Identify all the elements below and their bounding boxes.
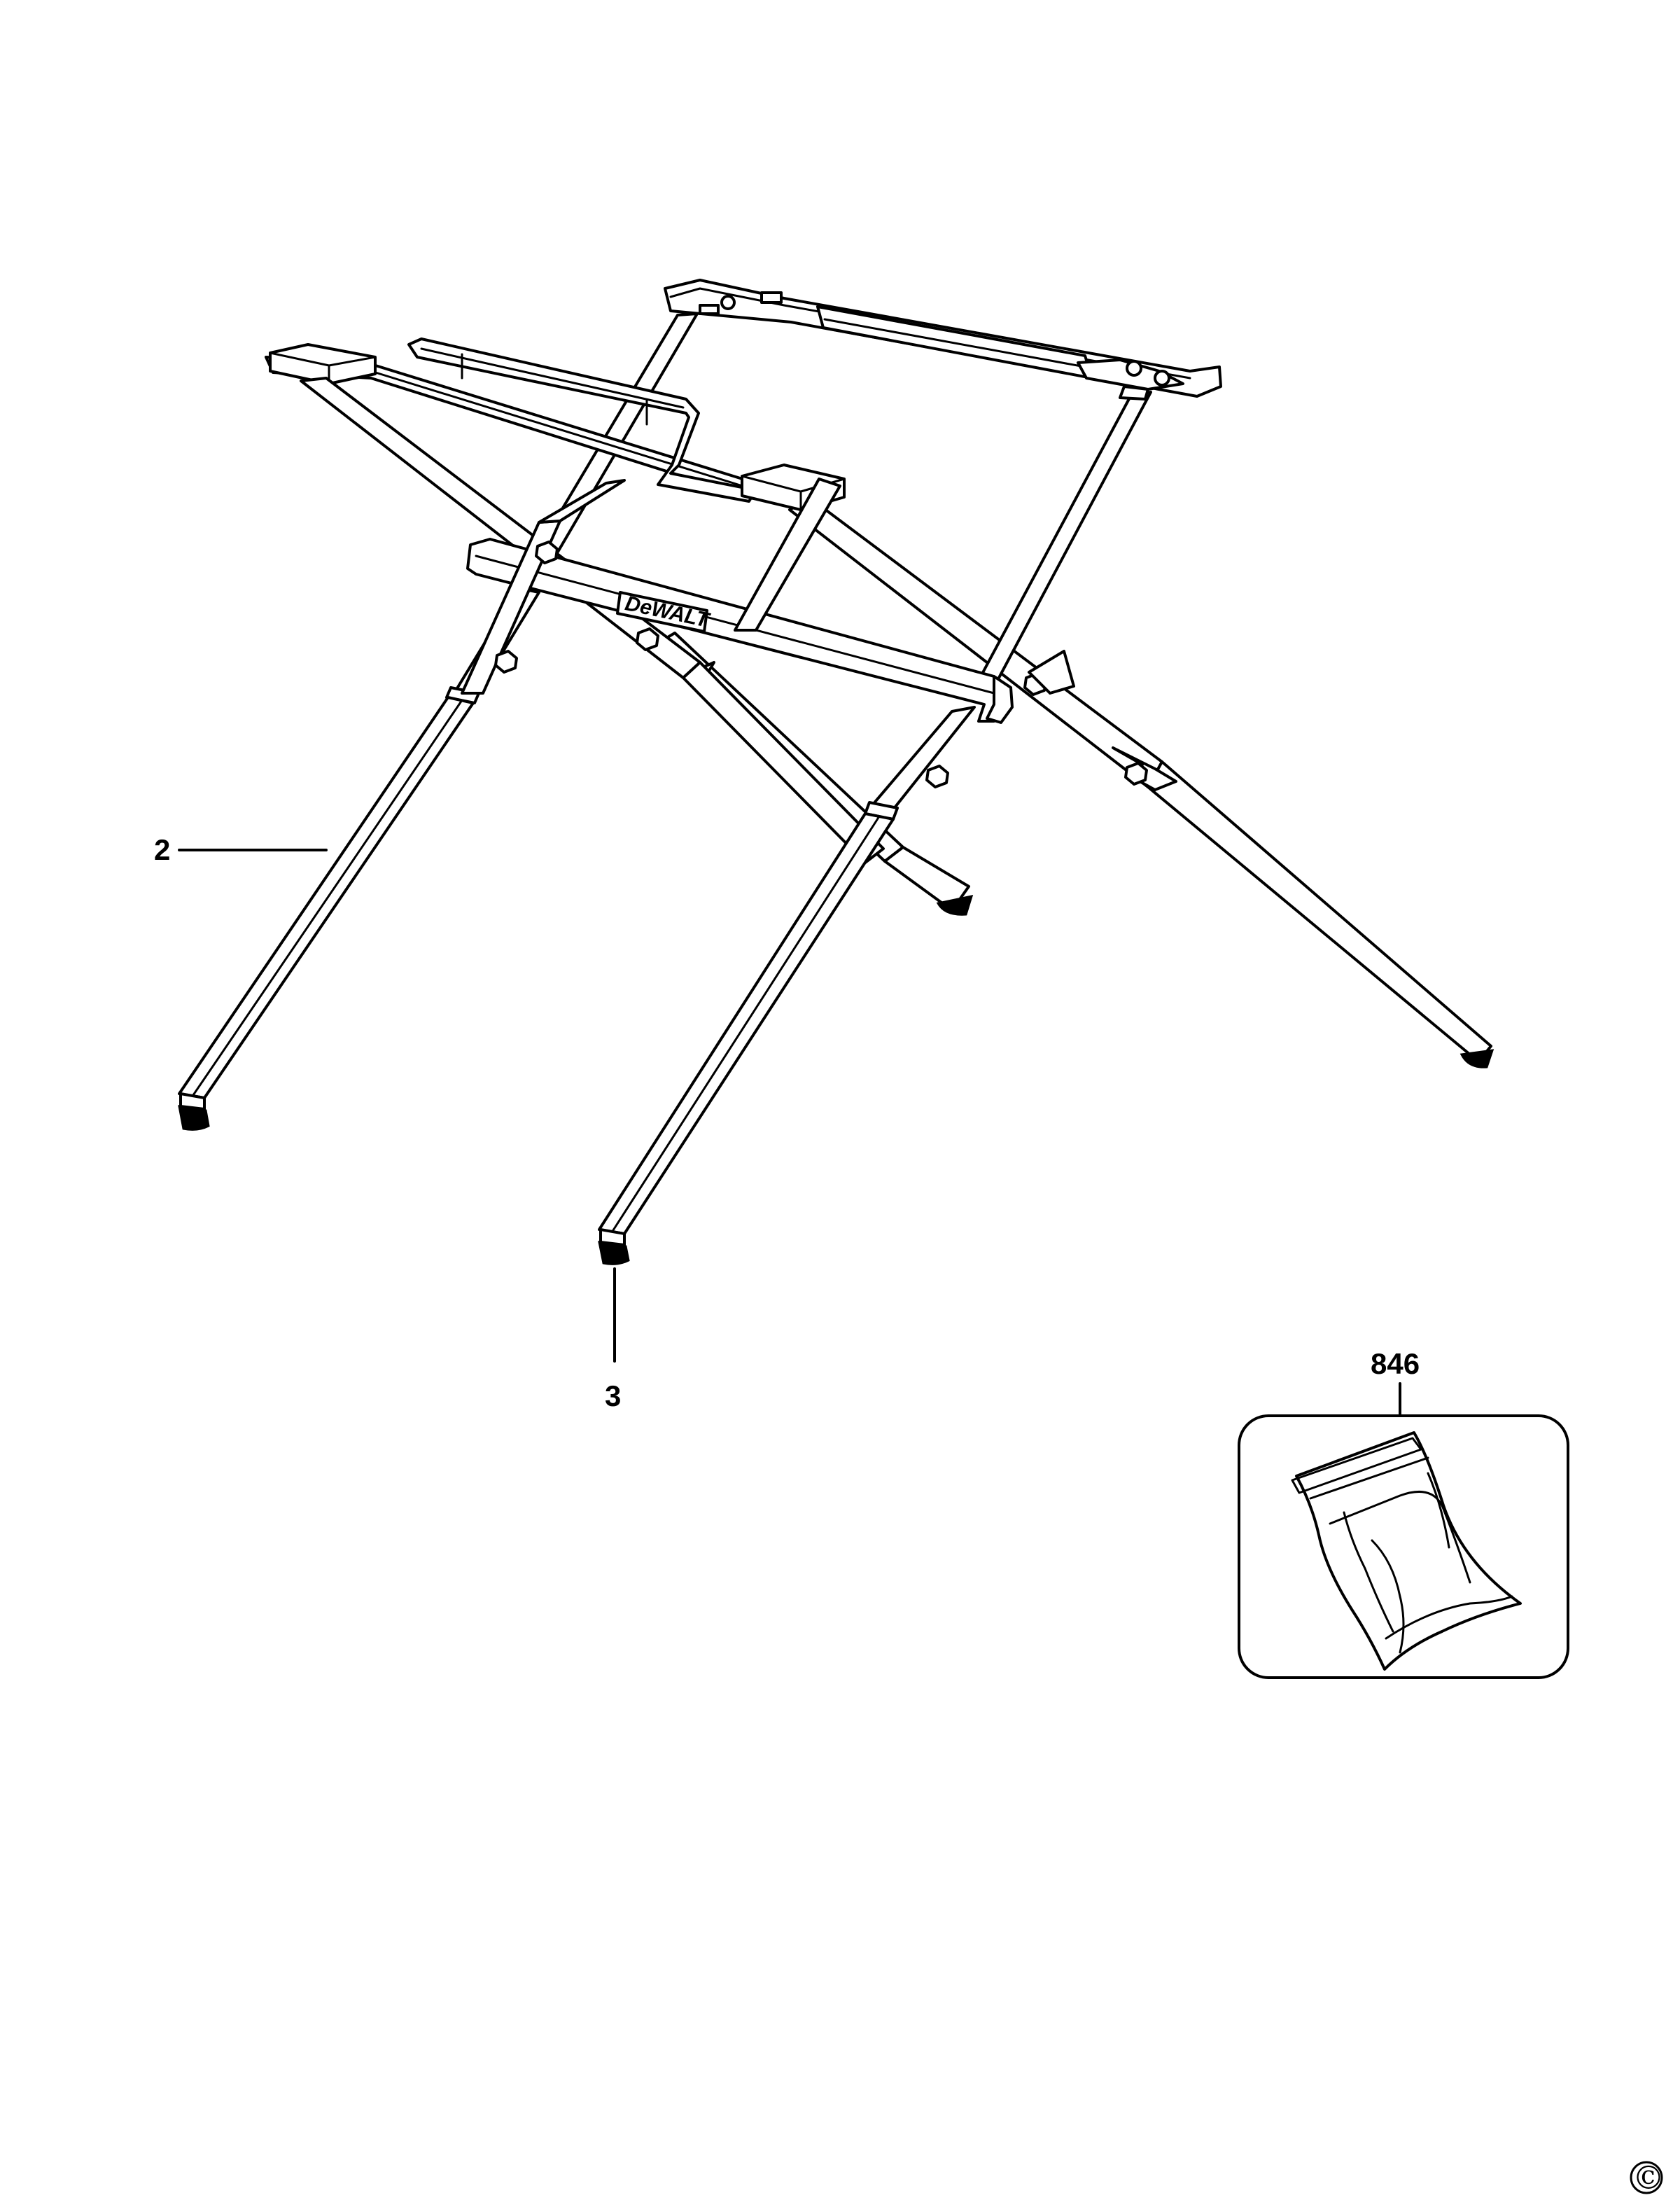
callout-label: 2 — [154, 833, 170, 866]
copyright-symbol: © — [1632, 2159, 1665, 2196]
rear-top-bracket — [664, 279, 1222, 398]
copyright-mark: © — [1630, 2159, 1665, 2196]
callout-label: 846 — [1371, 1347, 1420, 1380]
hex-bolt — [535, 541, 559, 564]
front-leg-upper-right — [734, 478, 841, 632]
parts-bag-icon — [1291, 1431, 1522, 1671]
callout-label: 3 — [605, 1379, 621, 1412]
hex-bolt — [636, 627, 659, 651]
callout-3: 3 — [605, 1267, 621, 1412]
front-leg-right — [598, 706, 976, 1265]
latch-bracket — [1028, 650, 1075, 695]
hex-bolt — [925, 765, 949, 788]
hex-bolt — [1124, 762, 1148, 786]
hex-bolt — [494, 650, 518, 674]
callout-846: 846 — [1371, 1347, 1420, 1417]
front-leg-left-upper — [461, 479, 626, 695]
callout-2: 2 — [154, 833, 328, 866]
parts-bag-inset — [1238, 1414, 1569, 1679]
